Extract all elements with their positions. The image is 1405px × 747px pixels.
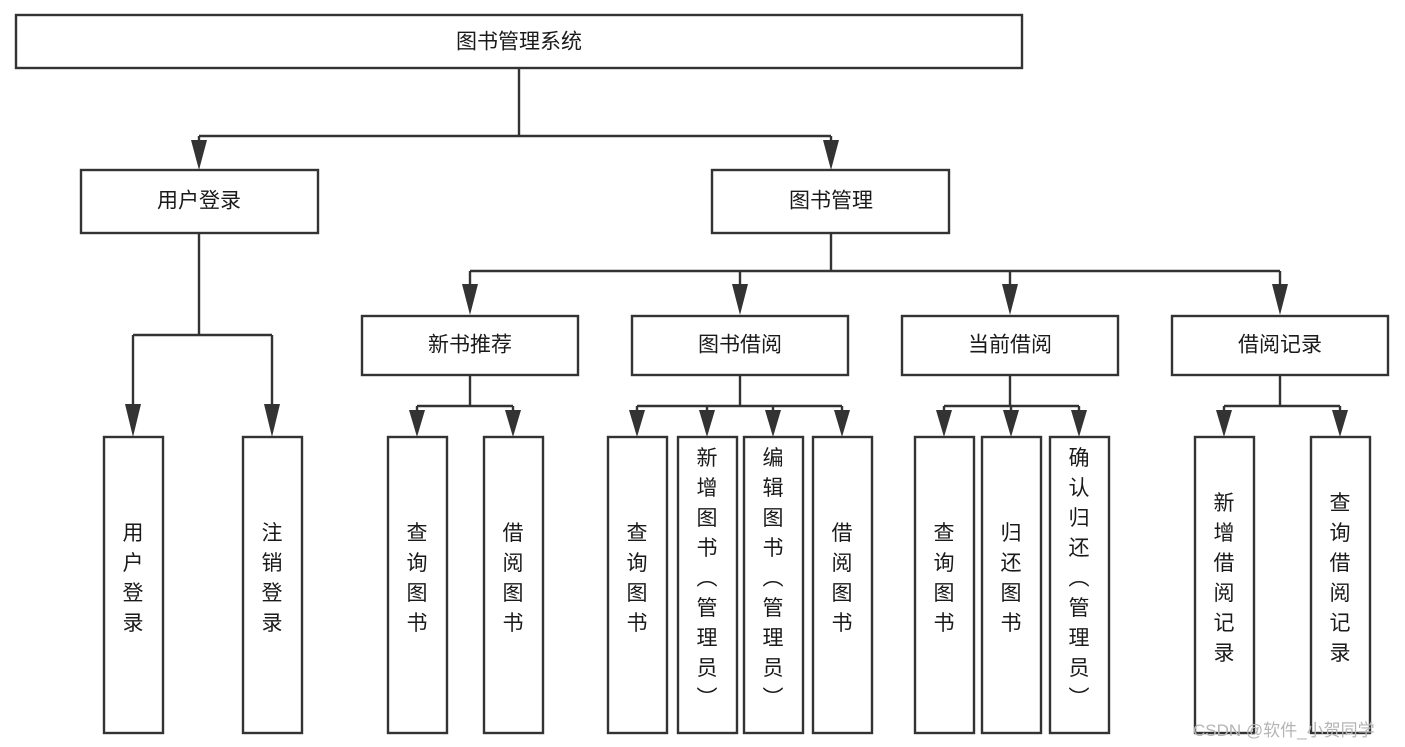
node-leaf-user-login-label: 用户登录 xyxy=(123,522,144,635)
arrow-to-leaf-edit-book xyxy=(765,410,781,437)
arrow-to-new-book-recommend xyxy=(462,284,478,315)
arrow-to-leaf-return-book xyxy=(1003,410,1019,437)
node-leaf-query-book-3[interactable]: 查询图书 xyxy=(913,435,976,735)
node-leaf-borrow-book-2[interactable]: 借阅图书 xyxy=(811,435,874,735)
node-leaf-user-logout-box[interactable] xyxy=(241,435,304,735)
node-leaf-add-record-label: 新增借阅记录 xyxy=(1214,492,1235,665)
node-user-login[interactable]: 用户登录 xyxy=(79,168,320,235)
node-leaf-borrow-book-1-label: 借阅图书 xyxy=(503,522,524,635)
node-leaf-query-book-3-label: 查询图书 xyxy=(934,522,955,635)
node-leaf-query-book-3-box[interactable] xyxy=(913,435,976,735)
node-book-manage[interactable]: 图书管理 xyxy=(710,168,951,235)
node-leaf-confirm-return[interactable]: 确认归还︵管理员︶ xyxy=(1048,435,1111,735)
node-leaf-user-logout-label: 注销登录 xyxy=(262,522,283,635)
node-leaf-query-record-box[interactable] xyxy=(1309,435,1372,735)
node-leaf-query-book-1-label: 查询图书 xyxy=(407,522,428,635)
arrow-to-leaf-user-login xyxy=(125,404,141,437)
arrow-to-user-login xyxy=(191,140,207,170)
node-root[interactable]: 图书管理系统 xyxy=(14,13,1024,70)
node-book-manage-label: 图书管理 xyxy=(789,190,873,213)
arrow-to-leaf-query-record xyxy=(1332,410,1348,437)
node-leaf-edit-book-box[interactable] xyxy=(742,435,805,735)
node-leaf-borrow-book-2-label: 借阅图书 xyxy=(832,522,853,635)
node-leaf-user-login[interactable]: 用户登录 xyxy=(102,435,165,735)
node-current-borrow[interactable]: 当前借阅 xyxy=(900,314,1120,377)
node-leaf-borrow-book-2-box[interactable] xyxy=(811,435,874,735)
node-leaf-confirm-return-box[interactable] xyxy=(1048,435,1111,735)
node-leaf-return-book-box[interactable] xyxy=(980,435,1043,735)
arrow-to-leaf-add-record xyxy=(1216,410,1232,437)
node-leaf-borrow-book-1[interactable]: 借阅图书 xyxy=(482,435,545,735)
node-leaf-query-record[interactable]: 查询借阅记录 xyxy=(1309,435,1372,735)
arrow-to-current-borrow xyxy=(1002,284,1018,315)
arrow-to-leaf-user-logout xyxy=(264,404,280,437)
arrow-to-book-borrow xyxy=(732,284,748,315)
node-leaf-query-book-2-box[interactable] xyxy=(606,435,669,735)
node-current-borrow-label: 当前借阅 xyxy=(968,334,1052,357)
node-leaf-query-book-2[interactable]: 查询图书 xyxy=(606,435,669,735)
node-leaf-add-record[interactable]: 新增借阅记录 xyxy=(1193,435,1256,735)
node-leaf-user-logout[interactable]: 注销登录 xyxy=(241,435,304,735)
node-book-borrow-label: 图书借阅 xyxy=(698,334,782,357)
node-leaf-return-book-label: 归还图书 xyxy=(1001,522,1022,635)
node-user-login-label: 用户登录 xyxy=(157,190,241,213)
node-leaf-edit-book[interactable]: 编辑图书︵管理员︶ xyxy=(742,435,805,735)
node-new-book-recommend-box[interactable] xyxy=(360,314,580,377)
node-book-borrow-box[interactable] xyxy=(630,314,850,377)
arrow-to-leaf-add-book xyxy=(699,410,715,437)
node-leaf-add-record-box[interactable] xyxy=(1193,435,1256,735)
node-new-book-recommend[interactable]: 新书推荐 xyxy=(360,314,580,377)
node-root-box[interactable] xyxy=(14,13,1024,70)
node-borrow-record[interactable]: 借阅记录 xyxy=(1170,314,1390,377)
arrow-to-leaf-borrow-book-1 xyxy=(505,410,521,437)
node-leaf-add-book-label: 新增图书︵管理员︶ xyxy=(697,447,718,710)
arrow-to-leaf-query-book-1 xyxy=(409,410,425,437)
arrow-to-book-manage xyxy=(823,140,839,170)
node-leaf-query-record-label: 查询借阅记录 xyxy=(1330,492,1351,665)
node-book-borrow[interactable]: 图书借阅 xyxy=(630,314,850,377)
node-root-label: 图书管理系统 xyxy=(456,31,582,54)
arrow-to-leaf-query-book-3 xyxy=(936,410,952,437)
node-new-book-recommend-label: 新书推荐 xyxy=(428,334,512,357)
node-leaf-query-book-1-box[interactable] xyxy=(386,435,449,735)
csdn-watermark: CSDN @软件_小贺同学 xyxy=(1193,721,1375,740)
arrow-to-leaf-borrow-book-2 xyxy=(834,410,850,437)
node-borrow-record-box[interactable] xyxy=(1170,314,1390,377)
node-leaf-add-book[interactable]: 新增图书︵管理员︶ xyxy=(676,435,739,735)
node-leaf-user-login-box[interactable] xyxy=(102,435,165,735)
node-leaf-edit-book-label: 编辑图书︵管理员︶ xyxy=(763,447,784,710)
node-leaf-confirm-return-label: 确认归还︵管理员︶ xyxy=(1069,447,1090,710)
edge-layer xyxy=(125,68,1348,437)
arrow-to-leaf-confirm-return xyxy=(1071,410,1087,437)
node-user-login-box[interactable] xyxy=(79,168,320,235)
node-leaf-add-book-box[interactable] xyxy=(676,435,739,735)
arrow-to-leaf-query-book-2 xyxy=(629,410,645,437)
node-current-borrow-box[interactable] xyxy=(900,314,1120,377)
arrow-to-borrow-record xyxy=(1272,284,1288,315)
node-leaf-return-book[interactable]: 归还图书 xyxy=(980,435,1043,735)
node-borrow-record-label: 借阅记录 xyxy=(1238,334,1322,357)
node-leaf-borrow-book-1-box[interactable] xyxy=(482,435,545,735)
node-book-manage-box[interactable] xyxy=(710,168,951,235)
node-leaf-query-book-2-label: 查询图书 xyxy=(627,522,648,635)
node-leaf-query-book-1[interactable]: 查询图书 xyxy=(386,435,449,735)
